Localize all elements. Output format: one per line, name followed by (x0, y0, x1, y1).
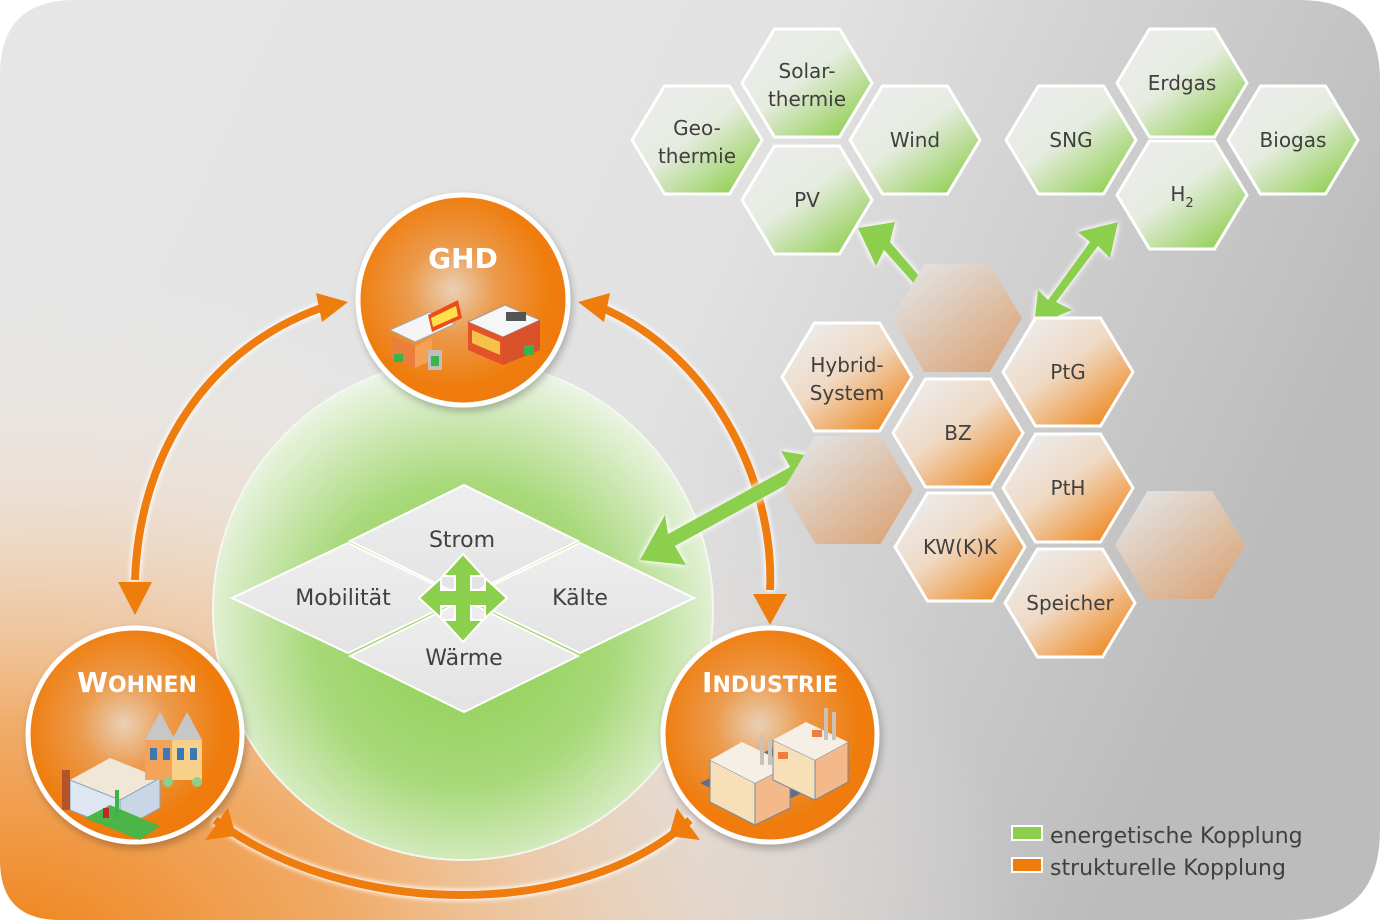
hex-gas-erdgas-label: Erdgas (1148, 71, 1217, 95)
hex-tech-bz-label: BZ (944, 421, 971, 445)
sector-title-industrie: INDUSTRIE (702, 666, 838, 699)
hex-renewable-pv: PV (740, 144, 874, 256)
structural-coupling-arrows (131, 301, 775, 899)
arrowhead-industrie (753, 594, 787, 625)
hex-renewable-geothermie-label: Geo-thermie (658, 116, 736, 168)
hex-renewable-geothermie: Geo-thermie (630, 84, 764, 196)
hex-tech-empty-right (1115, 491, 1245, 599)
hex-gas-sng-label: SNG (1049, 128, 1092, 152)
hex-renewable-wind-shape (848, 84, 982, 196)
energy-form-mobilitaet: Mobilität (295, 586, 391, 611)
hex-tech-bz: BZ (891, 377, 1025, 489)
hex-tech-hybrid-system-shape (780, 321, 914, 433)
hex-renewable-wind: Wind (848, 84, 982, 196)
hex-gas-biogas: Biogas (1226, 84, 1360, 196)
hex-tech-kwkk-shape (893, 491, 1027, 603)
arrow-ghd-wohnen (131, 301, 332, 581)
legend: energetische Kopplung strukturelle Koppl… (1011, 824, 1303, 881)
hex-tech-ptg-label: PtG (1050, 360, 1085, 384)
hex-tech-pth: PtH (1001, 432, 1135, 544)
arrowhead-wohnen-bottom (205, 808, 236, 840)
arrow-gas-technologies (1034, 222, 1118, 326)
hex-tech-hybrid-system-label: Hybrid-System (810, 353, 885, 405)
hex-gas-biogas-label: Biogas (1260, 128, 1327, 152)
hex-tech-kwkk-label: KW(K)K (923, 535, 998, 559)
legend-swatch-structural (1011, 857, 1043, 873)
hex-tech-empty-right-shape (1115, 491, 1245, 599)
hex-gas-sng: SNG (1004, 84, 1138, 196)
arrowhead-ghd-right (578, 293, 610, 322)
hex-gas-biogas-shape (1226, 84, 1360, 196)
hex-tech-speicher: Speicher (1003, 547, 1137, 659)
hex-gas-erdgas: Erdgas (1115, 27, 1249, 139)
legend-swatch-energetic (1011, 825, 1043, 841)
arrow-diamonds-technologies (640, 451, 818, 565)
energy-form-strom: Strom (429, 528, 495, 553)
sector-title-wohnen-first: W (77, 666, 108, 699)
hex-gas-h2-label: H2 (1170, 182, 1193, 211)
hex-gas-sng-shape (1004, 84, 1138, 196)
hex-renewable-pv-shape (740, 144, 874, 256)
factory-buildings-icon (700, 708, 850, 826)
four-way-arrow-icon (417, 552, 509, 644)
hex-gas-h2: H2 (1115, 139, 1249, 251)
hex-tech-empty-top-shape (892, 264, 1022, 372)
energy-form-kaelte: Kälte (552, 586, 608, 611)
hex-tech-pth-shape (1001, 432, 1135, 544)
energy-form-waerme: Wärme (425, 646, 502, 671)
hex-renewable-geothermie-shape (630, 84, 764, 196)
hex-gas-h2-shape (1115, 139, 1249, 251)
arrowhead-wohnen (118, 582, 152, 615)
hex-tech-ptg: PtG (1001, 316, 1135, 428)
hex-gas-erdgas-shape (1115, 27, 1249, 139)
hex-tech-empty-left (783, 436, 913, 544)
sector-ghd (355, 192, 571, 408)
hex-renewable-solarthermie-shape (740, 27, 874, 139)
arrow-wohnen-industrie (212, 816, 693, 899)
hex-tech-pth-label: PtH (1051, 476, 1086, 500)
hex-renewable-wind-label: Wind (890, 128, 940, 152)
hex-tech-ptg-shape (1001, 316, 1135, 428)
hex-tech-kwkk: KW(K)K (893, 491, 1027, 603)
diamond-waerme (347, 598, 581, 714)
diamond-kaelte (463, 541, 697, 655)
hex-renewable-solarthermie-label: Solar-thermie (768, 59, 846, 111)
diamond-strom (347, 483, 581, 599)
arrow-ghd-industrie (593, 301, 775, 591)
legend-label-energetic: energetische Kopplung (1050, 824, 1303, 849)
hex-tech-empty-left-shape (783, 436, 913, 544)
structural-arrowheads (118, 293, 787, 840)
hex-tech-bz-shape (891, 377, 1025, 489)
sector-title-wohnen: WOHNEN (77, 666, 197, 699)
hex-tech-hybrid-system: Hybrid-System (780, 321, 914, 433)
hex-renewable-solarthermie: Solar-thermie (740, 27, 874, 139)
hex-tech-speicher-shape (1003, 547, 1137, 659)
sector-title-industrie-first: I (702, 666, 712, 699)
commercial-buildings-icon (388, 300, 542, 370)
hex-renewable-pv-label: PV (794, 188, 820, 212)
sector-title-ghd: GHD (428, 242, 498, 275)
arrowhead-industrie-bottom (669, 808, 700, 840)
legend-label-structural: strukturelle Kopplung (1050, 856, 1286, 881)
sector-title-wohnen-rest: OHNEN (108, 673, 197, 698)
hex-tech-empty-top (892, 264, 1022, 372)
energy-form-diamonds (229, 483, 697, 714)
residential-houses-icon (62, 712, 202, 840)
arrowhead-ghd-left (316, 293, 348, 322)
sector-title-industrie-rest: NDUSTRIE (712, 673, 838, 698)
hex-tech-speicher-label: Speicher (1026, 591, 1114, 615)
